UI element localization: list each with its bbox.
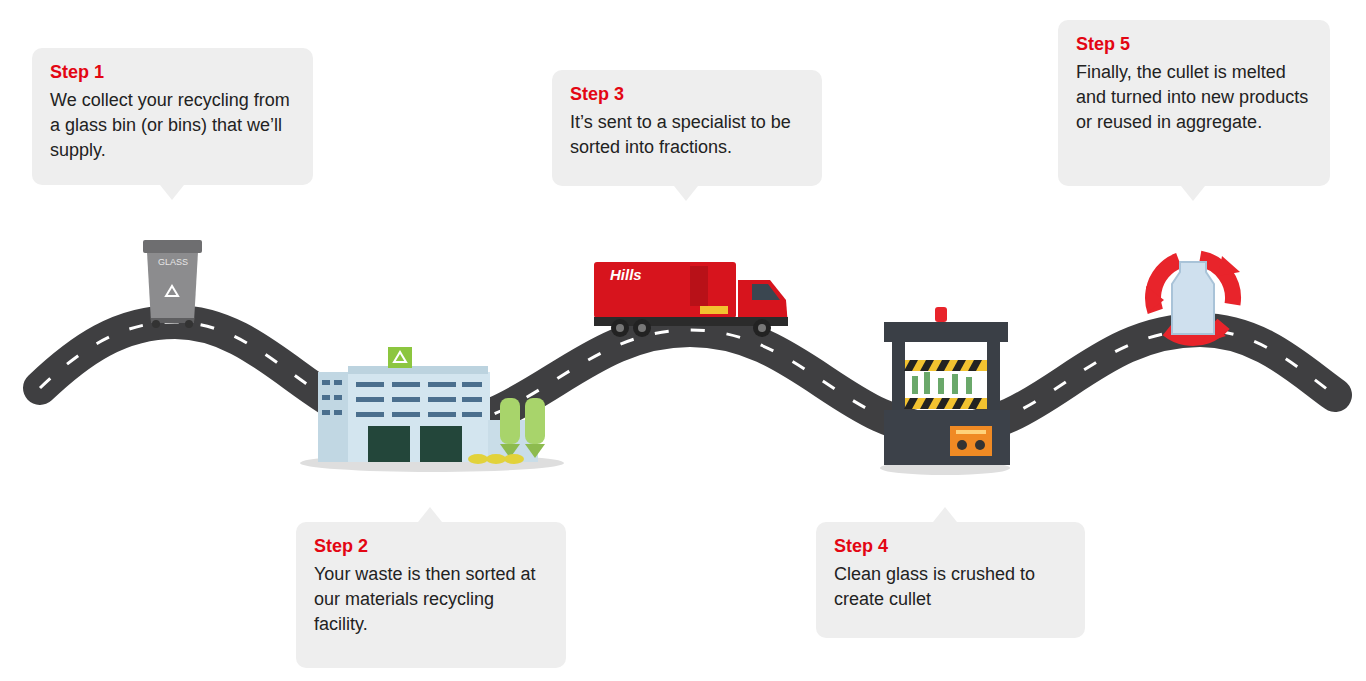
- step-callout: Step 2 Your waste is then sorted at our m…: [296, 522, 566, 668]
- callout-pointer: [674, 186, 698, 201]
- bin-label: GLASS: [158, 257, 188, 267]
- road-markings: [40, 322, 1335, 430]
- road: [40, 322, 1335, 430]
- step-description: Finally, the cullet is melted and turned…: [1076, 60, 1312, 135]
- step-description: We collect your recycling from a glass b…: [50, 88, 295, 163]
- truck-brand: Hills: [610, 266, 642, 283]
- step-description: It’s sent to a specialist to be sorted i…: [570, 110, 804, 160]
- recycle-symbol: [1146, 252, 1240, 345]
- step-callout: Step 5 Finally, the cullet is melted and …: [1058, 20, 1330, 186]
- step-heading: Step 1: [50, 60, 295, 84]
- callout-pointer: [933, 507, 957, 522]
- collection-truck: [594, 262, 788, 337]
- glass-bin: [143, 240, 202, 328]
- step-callout: Step 1 We collect your recycling from a g…: [32, 48, 313, 185]
- step-callout: Step 3 It’s sent to a specialist to be so…: [552, 70, 822, 186]
- recycling-facility: [300, 347, 564, 472]
- callout-pointer: [1181, 186, 1205, 201]
- step-heading: Step 5: [1076, 32, 1312, 56]
- glass-crusher: [880, 307, 1010, 475]
- step-heading: Step 2: [314, 534, 548, 558]
- callout-pointer: [418, 507, 442, 522]
- step-description: Your waste is then sorted at our materia…: [314, 562, 548, 637]
- callout-pointer: [160, 185, 184, 200]
- step-heading: Step 4: [834, 534, 1067, 558]
- step-heading: Step 3: [570, 82, 804, 106]
- step-callout: Step 4 Clean glass is crushed to create c…: [816, 522, 1085, 638]
- step-description: Clean glass is crushed to create cullet: [834, 562, 1067, 612]
